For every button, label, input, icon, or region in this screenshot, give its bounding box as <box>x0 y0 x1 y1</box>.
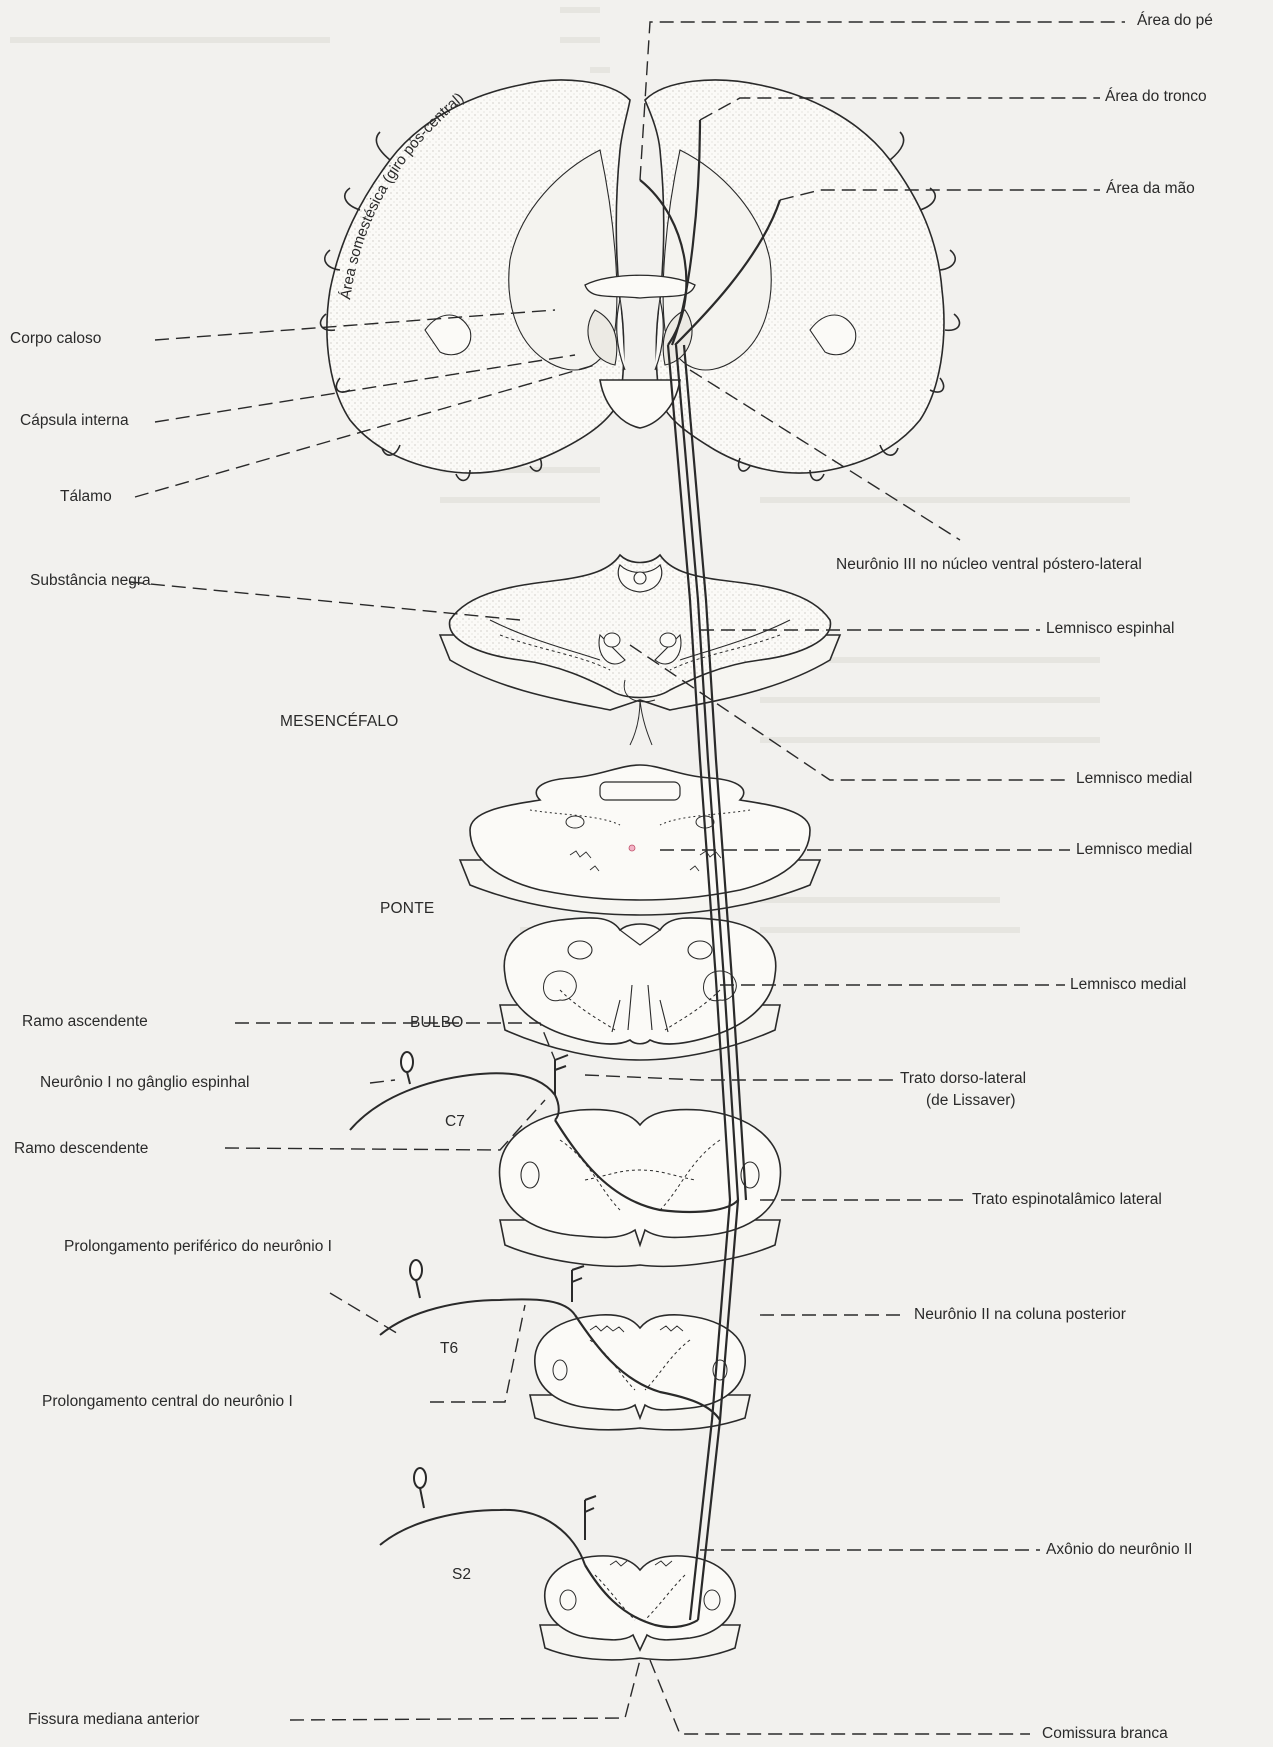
label-neuronio-iii: Neurônio III no núcleo ventral póstero-l… <box>836 556 1142 574</box>
medulla-section <box>500 918 780 1060</box>
label-neuronio-i: Neurônio I no gânglio espinhal <box>40 1074 249 1092</box>
label-lemnisco-espinhal: Lemnisco espinhal <box>1046 620 1174 638</box>
label-area-mao: Área da mão <box>1106 180 1195 198</box>
label-area-tronco: Área do tronco <box>1105 88 1207 106</box>
label-mesencefalo: MESENCÉFALO <box>280 713 398 731</box>
label-trato-dorso-lateral-2: (de Lissaver) <box>926 1092 1016 1110</box>
label-lemnisco-medial-2: Lemnisco medial <box>1076 841 1192 859</box>
mesencephalon-section <box>440 555 840 745</box>
label-c7: C7 <box>445 1113 465 1131</box>
spinal-cord-s2 <box>540 1556 740 1660</box>
label-t6: T6 <box>440 1340 458 1358</box>
label-substancia-negra: Substância negra <box>30 572 151 590</box>
label-ponte: PONTE <box>380 900 434 918</box>
label-lemnisco-medial-1: Lemnisco medial <box>1076 770 1192 788</box>
label-axonio-neuronio-ii: Axônio do neurônio II <box>1046 1541 1193 1559</box>
pons-section <box>460 765 820 915</box>
label-ramo-descendente: Ramo descendente <box>14 1140 148 1158</box>
label-talamo: Tálamo <box>60 488 112 506</box>
label-area-pe: Área do pé <box>1137 12 1213 30</box>
label-fissura-mediana: Fissura mediana anterior <box>28 1711 199 1729</box>
label-prolongamento-periferico: Prolongamento periférico do neurônio I <box>64 1238 332 1256</box>
label-ramo-ascendente: Ramo ascendente <box>22 1013 148 1031</box>
label-trato-espinotalamico: Trato espinotalâmico lateral <box>972 1191 1162 1209</box>
label-lemnisco-medial-3: Lemnisco medial <box>1070 976 1186 994</box>
label-corpo-caloso: Corpo caloso <box>10 330 101 348</box>
label-capsula-interna: Cápsula interna <box>20 412 129 430</box>
label-s2: S2 <box>452 1566 471 1584</box>
label-bulbo: BULBO <box>410 1014 464 1032</box>
label-neuronio-ii: Neurônio II na coluna posterior <box>914 1306 1126 1324</box>
label-trato-dorso-lateral-1: Trato dorso-lateral <box>900 1070 1026 1088</box>
label-comissura-branca: Comissura branca <box>1042 1725 1168 1743</box>
label-prolongamento-central: Prolongamento central do neurônio I <box>42 1393 293 1411</box>
